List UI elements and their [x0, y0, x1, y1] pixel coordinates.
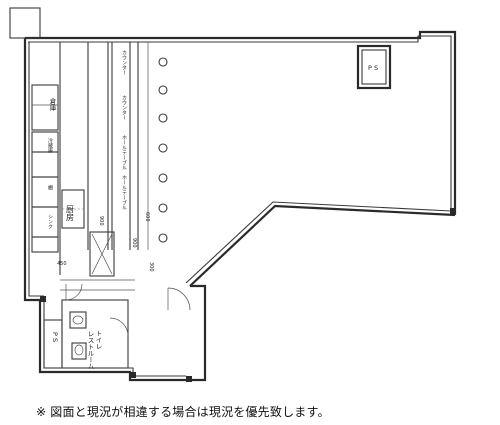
- restroom: トイレレストルーム: [61, 299, 129, 369]
- wall-entrance: [190, 284, 207, 382]
- columns: [40, 208, 456, 382]
- wall-right-diagonal-inner: [185, 201, 452, 284]
- restroom-sink-bowl: [72, 315, 84, 325]
- top-left-notch: [9, 7, 41, 39]
- stool-6: [158, 203, 168, 213]
- ps-bottom-left-label: P S: [51, 332, 59, 342]
- kitchen-label: 厨房: [66, 205, 75, 222]
- kitchen-zone: 倉庫 冷蔵庫 棚 シンク 厨房 カウンター カウンター ホールテーブル ホールテ…: [31, 42, 149, 277]
- column-1: [40, 296, 46, 302]
- wall-right-diagonal: [189, 204, 456, 287]
- wall-top: [25, 30, 457, 215]
- dim-600: 600: [144, 212, 150, 222]
- storage-label: 倉庫: [48, 97, 56, 113]
- restroom-sink: [69, 311, 87, 329]
- stool-7: [158, 233, 168, 243]
- stool-1: [158, 57, 168, 67]
- stools: [158, 57, 168, 243]
- kitchen-equipment: [89, 231, 115, 277]
- stool-3: [158, 113, 168, 123]
- dim-900-a: 900: [98, 216, 104, 226]
- storage-room: [31, 84, 59, 131]
- fixture-4: [31, 206, 59, 238]
- ps-bottom-left: P S: [43, 319, 63, 369]
- stool-4: [158, 143, 168, 153]
- dim-450: 450: [57, 261, 67, 267]
- fixture-5: [31, 236, 59, 253]
- restroom-door-swing: [109, 317, 129, 337]
- dimensions: 450 900 900 300 600: [57, 212, 154, 272]
- column-2: [130, 372, 136, 378]
- fixture-1: [31, 131, 59, 153]
- counter-label-1: カウンター: [121, 50, 127, 75]
- dim-900-b: 900: [131, 238, 137, 248]
- ps-top-right-label: P S: [368, 64, 378, 72]
- wall-top-inner: [28, 35, 452, 212]
- ps-bottom-left-box: [43, 319, 63, 369]
- fixture-2: [31, 151, 59, 178]
- entrance-door-swing: [167, 287, 191, 311]
- column-3: [186, 376, 192, 382]
- table-label-2: ホールテーブル: [121, 175, 127, 210]
- doors: [60, 279, 191, 311]
- disclaimer-note: ※ 図面と現況が相違する場合は現況を優先致します。: [36, 405, 330, 419]
- wall-left: [23, 38, 40, 302]
- restroom-toilet-bowl: [74, 344, 84, 356]
- kitchen-equipment-x: [91, 233, 113, 275]
- shelf-label: 棚: [47, 184, 53, 191]
- wall-left-inner: [28, 42, 44, 297]
- sink-label: シンク: [47, 214, 53, 229]
- stool-2: [158, 85, 168, 95]
- fixture-3: [31, 176, 59, 208]
- fridge-label: 冷蔵庫: [47, 137, 53, 154]
- column-4: [450, 208, 456, 214]
- dim-300: 300: [148, 262, 154, 272]
- table-label-1: ホールテーブル: [121, 135, 127, 170]
- stool-5: [158, 173, 168, 183]
- wall-bottom-inner: [43, 302, 186, 377]
- counter-label-2: カウンター: [121, 95, 127, 120]
- restroom-label: トイレレストルーム: [86, 330, 102, 369]
- ps-top-right-inner: [361, 49, 387, 85]
- kitchen-door-swing: [65, 283, 83, 301]
- restroom-toilet: [71, 342, 87, 360]
- ps-top-right: P S: [356, 44, 392, 90]
- ps-top-right-box: [356, 44, 392, 90]
